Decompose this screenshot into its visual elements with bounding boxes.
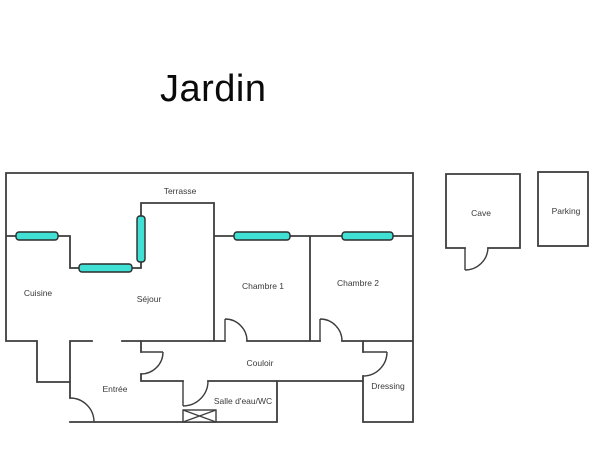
chambre1-door: [224, 318, 248, 342]
label-entree: Entrée: [102, 384, 127, 394]
apartment-walls: [5, 172, 414, 423]
cave-walls: [445, 173, 521, 249]
dressing-door: [362, 351, 388, 377]
entree-couloir-door: [140, 351, 164, 375]
label-cuisine: Cuisine: [24, 288, 53, 298]
sejour-bay-window: [136, 215, 146, 263]
label-cave: Cave: [471, 208, 491, 218]
label-chambre1: Chambre 1: [242, 281, 284, 291]
page-title: Jardin: [160, 68, 267, 110]
sejour-window: [78, 263, 133, 273]
salle-eau-fixture: [182, 409, 217, 423]
chambre2-door: [319, 318, 343, 342]
parking-walls: [537, 171, 589, 247]
label-couloir: Couloir: [247, 358, 274, 368]
chambre1-window: [233, 231, 291, 241]
label-dressing: Dressing: [371, 381, 405, 391]
label-salle-eau: Salle d'eau/WC: [214, 396, 272, 406]
label-chambre2: Chambre 2: [337, 278, 379, 288]
label-terrasse: Terrasse: [164, 186, 197, 196]
label-sejour: Séjour: [137, 294, 162, 304]
chambre2-window: [341, 231, 394, 241]
cave-door: [464, 247, 489, 271]
entree-front-door: [69, 397, 95, 423]
salle-eau-door: [182, 380, 209, 407]
cuisine-window: [15, 231, 59, 241]
label-parking: Parking: [552, 206, 581, 216]
